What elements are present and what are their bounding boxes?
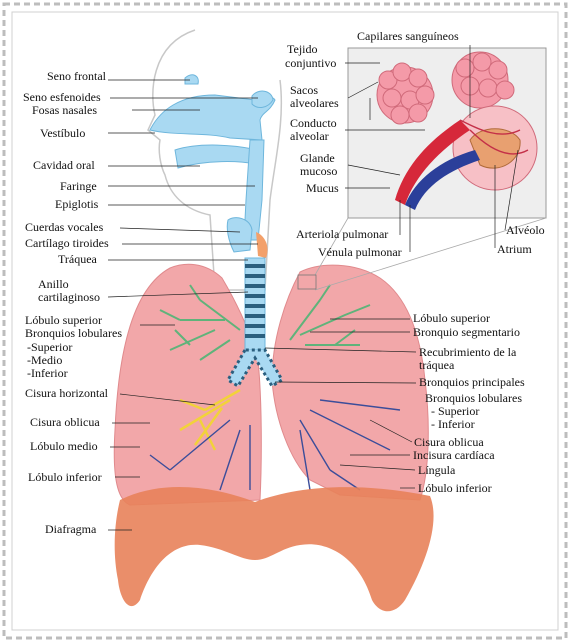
label-lingula: Língula [418,463,456,477]
label-lobar-bronchi-right: Bronquios lobulares [25,326,122,340]
label-upper-lobe-left: Lóbulo superior [413,311,490,325]
label-alveolar-duct-2: alveolar [290,129,329,143]
label-alveolar-duct-1: Conducto [290,116,337,130]
leader-lines [107,45,519,531]
thyroid-cartilage [256,232,268,258]
middle-bronchi [179,388,241,451]
pulmonary-venule [405,150,480,210]
lower-bronchi [149,399,401,491]
label-oblique-fissure-left: Cisura oblicua [414,435,484,449]
label-connective-tissue-1: Tejido [287,42,318,56]
label-superior-right: -Superior [27,340,72,354]
label-mucus: Mucus [306,181,339,195]
label-middle-lobe: Lóbulo medio [30,439,98,453]
label-inferior-right: -Inferior [27,366,68,380]
label-oral-cavity: Cavidad oral [33,158,95,172]
label-cartilage-ring-1: Anillo [38,277,69,291]
label-trachea: Tráquea [58,252,98,266]
upper-bronchi-left [289,284,371,346]
upper-bronchi-right [159,284,241,361]
label-cartilage-ring-2: cartilaginoso [38,290,100,304]
label-upper-lobe-right: Lóbulo superior [25,313,102,327]
label-mucous-gland-2: mucoso [300,164,337,178]
label-thyroid-cartilage: Cartílago tiroides [25,236,109,250]
alveolar-sacs [376,51,515,125]
label-vestibule: Vestíbulo [40,126,85,140]
label-diaphragm: Diafragma [45,522,97,536]
label-epiglottis: Epiglotis [55,197,99,211]
label-pulmonary-arteriole: Arteriola pulmonar [296,227,388,241]
label-segmental-bronchus: Bronquio segmentario [413,325,520,339]
nasal-cavity [149,94,276,141]
right-lung [113,263,262,506]
pulmonary-arteriole [395,120,470,205]
label-middle-right: -Medio [27,353,62,367]
label-pharynx: Faringe [60,179,97,193]
label-lower-lobe-left: Lóbulo inferior [418,481,492,495]
label-horizontal-fissure: Cisura horizontal [25,386,109,400]
label-tracheal-lining-2: tráquea [419,358,455,372]
capillary-network [459,119,529,155]
label-pulmonary-venule: Vénula pulmonar [318,245,402,259]
inset-connector [314,217,547,291]
inset-source-marker [297,274,317,290]
head-profile [147,29,283,291]
label-oblique-fissure-right: Cisura oblicua [30,415,100,429]
label-lower-lobe-right: Lóbulo inferior [28,470,102,484]
tracheal-rings [245,264,265,338]
label-mucous-gland-1: Glande [300,151,335,165]
label-connective-tissue-2: conjuntivo [285,56,336,70]
sphenoid-sinus [251,90,274,108]
frontal-sinus [184,74,199,85]
label-blood-capillaries: Capilares sanguíneos [357,29,459,43]
label-alveolar-sacs-1: Sacos [290,83,318,97]
label-superior-left: - Superior [431,404,479,418]
label-cardiac-notch: Incisura cardíaca [413,448,495,462]
label-vocal-cords: Cuerdas vocales [25,220,104,234]
diaphragm [114,487,434,612]
label-frontal-sinus: Seno frontal [47,69,107,83]
label-lobar-bronchi-left: Bronquios lobulares [425,391,522,405]
label-sphenoid-sinus: Seno esfenoides [23,90,101,104]
main-bronchi [225,348,285,389]
label-alveolus: Alvéolo [506,223,545,237]
label-atrium: Atrium [497,242,532,256]
label-nasal-fossae: Fosas nasales [32,103,97,117]
label-inferior-left: - Inferior [431,417,475,431]
label-alveolar-sacs-2: alveolares [290,96,339,110]
label-main-bronchi: Bronquios principales [419,375,525,389]
label-tracheal-lining-1: Recubrimiento de la [419,345,517,359]
larynx [226,217,253,253]
